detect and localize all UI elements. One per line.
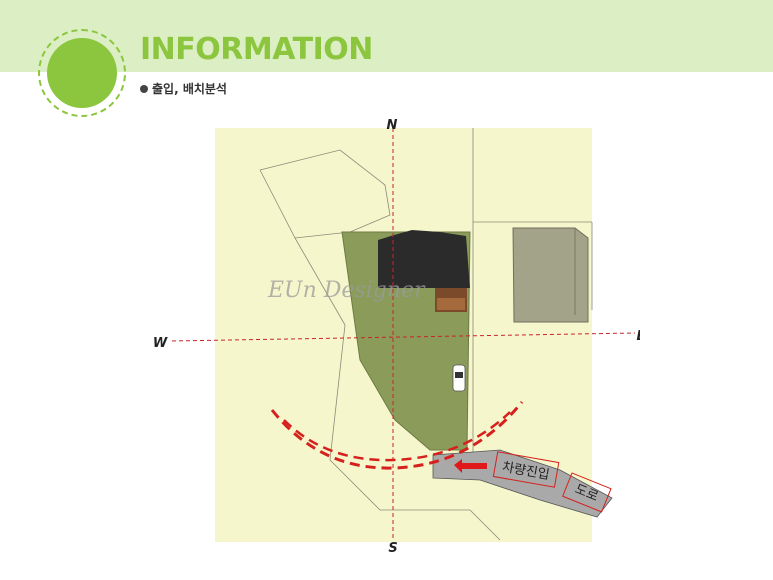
car-window: [455, 372, 463, 378]
road-label-box: [562, 472, 612, 513]
north-label: N: [387, 118, 398, 133]
neighbour-building: [512, 227, 589, 323]
south-label: S: [388, 541, 397, 556]
house-deck-step: [437, 298, 465, 310]
page-title: INFORMATION: [140, 32, 373, 67]
east-label: E: [637, 329, 640, 344]
header-band: [0, 0, 773, 72]
entrance-arc-outer: [270, 401, 524, 470]
site-plan-diagram: 차량진입 도로 N S W E EUn Designer: [153, 118, 640, 556]
watermark-text: EUn Designer: [267, 278, 426, 303]
west-label: W: [153, 336, 168, 351]
parcel-boundary: [294, 237, 501, 541]
subtitle-text: 출입, 배치분석: [152, 82, 227, 96]
entry-arrow-icon: [454, 459, 487, 473]
decorative-circle: [47, 38, 117, 108]
house-building: [378, 230, 470, 288]
vehicle-entry-box: [492, 451, 560, 488]
east-west-axis: [171, 332, 636, 342]
decorative-circle-outline: [38, 29, 126, 117]
section-subtitle: 출입, 배치분석: [140, 80, 227, 97]
entrance-arc-inner: [283, 411, 511, 462]
bullet-icon: [140, 84, 148, 93]
